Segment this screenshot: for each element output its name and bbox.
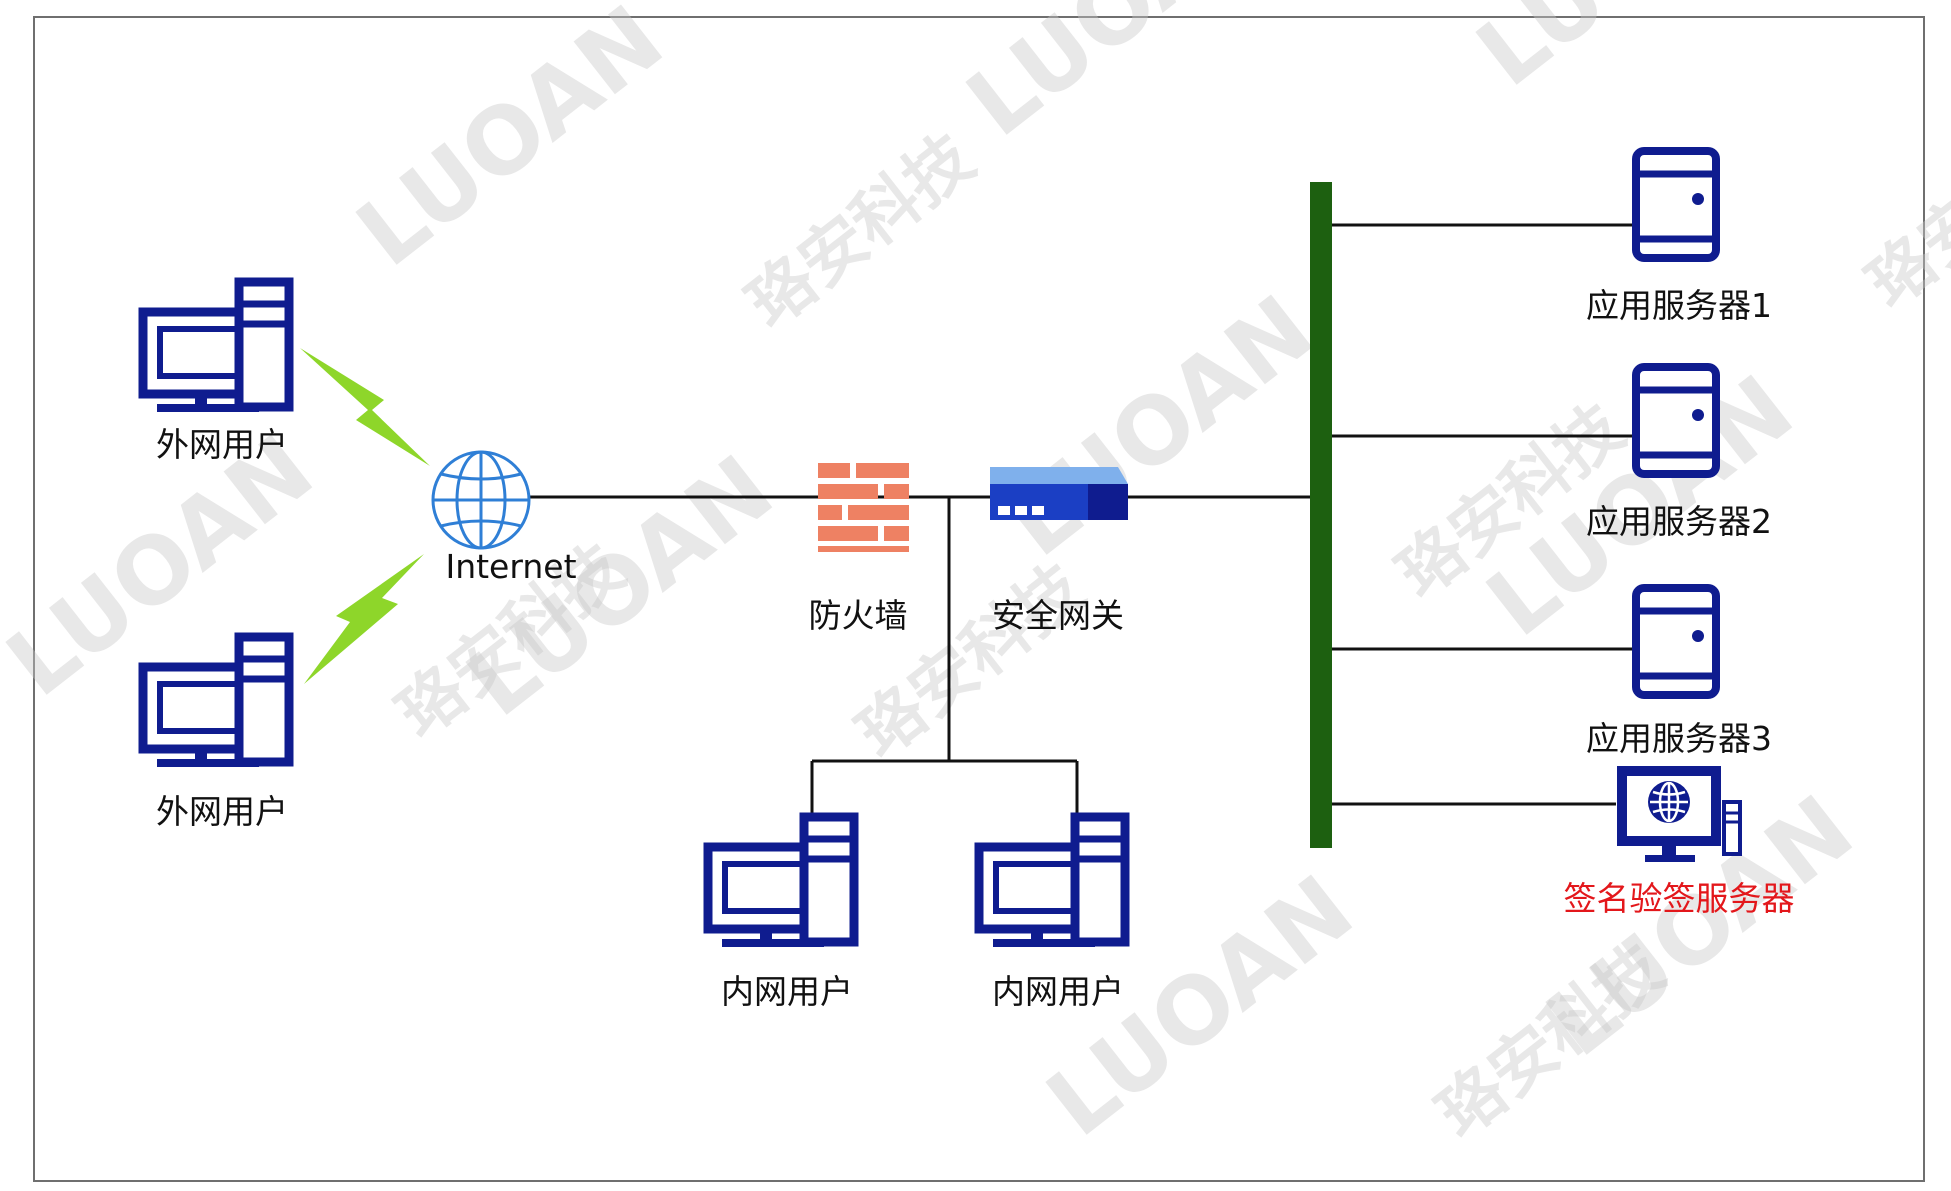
firewall-node: 防火墙 xyxy=(809,463,909,635)
watermark-brand-cn: 珞安科技 xyxy=(732,119,987,342)
internal-user-1: 内网用户 xyxy=(708,817,854,1011)
watermark-brand: LUOAN xyxy=(338,0,683,287)
internal-user-2-label: 内网用户 xyxy=(992,972,1124,1011)
internal-user-2: 内网用户 xyxy=(979,817,1125,1011)
desktop-computer-icon xyxy=(708,817,854,947)
lightning-bolt-icon xyxy=(304,554,424,684)
external-user-2-label: 外网用户 xyxy=(156,792,288,831)
internet-node: Internet xyxy=(431,450,577,586)
internal-user-1-label: 内网用户 xyxy=(721,972,853,1011)
backbone-bus xyxy=(1310,182,1332,848)
watermark-brand: LUOAN xyxy=(988,275,1333,577)
server-tower-icon xyxy=(1636,367,1716,474)
watermark-brand-cn: 珞安科技 xyxy=(1852,99,1951,322)
external-user-1: 外网用户 xyxy=(143,282,289,464)
desktop-computer-icon xyxy=(143,637,289,767)
desktop-computer-icon xyxy=(143,282,289,412)
lightning-bolt-icon xyxy=(300,348,430,466)
network-gateway-icon xyxy=(990,467,1128,520)
app-server-1: 应用服务器1 xyxy=(1586,151,1772,325)
watermark-brand-cn: 珞安科技 xyxy=(842,549,1097,772)
signature-server: 签名验签服务器 xyxy=(1564,766,1795,918)
server-tower-icon xyxy=(1636,588,1716,695)
globe-icon xyxy=(431,450,531,550)
monitor-globe-icon xyxy=(1617,766,1742,862)
app-server-2-label: 应用服务器2 xyxy=(1586,502,1772,541)
security-gateway-label: 安全网关 xyxy=(992,596,1124,635)
external-user-1-label: 外网用户 xyxy=(156,425,288,464)
desktop-computer-icon xyxy=(979,817,1125,947)
firewall-label: 防火墙 xyxy=(809,596,908,635)
brick-wall-icon xyxy=(818,463,909,552)
signature-server-label: 签名验签服务器 xyxy=(1564,879,1795,918)
connection-lines xyxy=(530,223,1636,820)
app-server-3-label: 应用服务器3 xyxy=(1586,719,1772,758)
app-server-1-label: 应用服务器1 xyxy=(1586,286,1772,325)
watermark-brand: LUOAN xyxy=(948,0,1293,157)
server-tower-icon xyxy=(1636,151,1716,258)
app-server-3: 应用服务器3 xyxy=(1586,588,1772,758)
diagram-frame xyxy=(33,16,1925,1182)
watermark-brand: LUOAN xyxy=(1458,0,1803,107)
external-user-2: 外网用户 xyxy=(143,637,289,831)
internet-label: Internet xyxy=(445,547,576,586)
app-server-2: 应用服务器2 xyxy=(1586,367,1772,541)
security-gateway-node: 安全网关 xyxy=(990,467,1128,635)
